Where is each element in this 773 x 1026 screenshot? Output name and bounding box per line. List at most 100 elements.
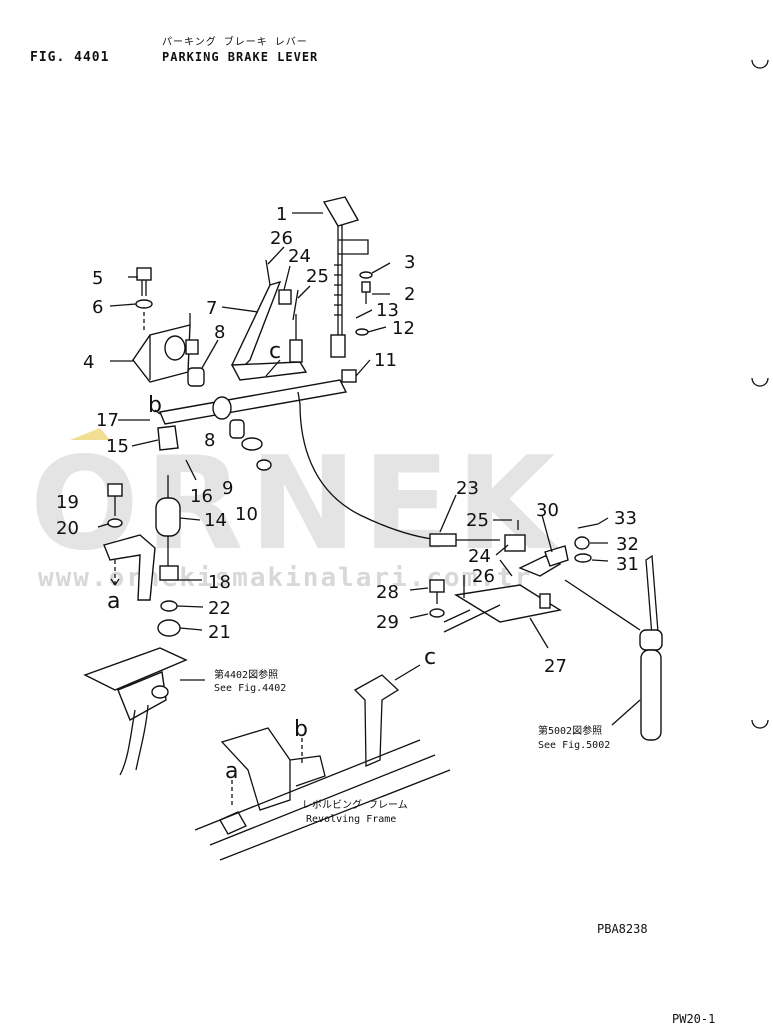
callout-29: 29: [376, 612, 399, 633]
washer-12: [355, 328, 369, 336]
callout-24: 24: [288, 246, 311, 267]
washer-20: [107, 518, 123, 528]
bushing-21: [157, 619, 181, 637]
callout-19: 19: [56, 492, 79, 513]
callout-22: 22: [208, 598, 231, 619]
arrow-a: [110, 578, 120, 586]
bolt-16: [185, 459, 197, 481]
cross-shaft: [159, 379, 348, 425]
bracket-27: [454, 575, 562, 623]
figure-title-japanese: パーキング ブレーキ レバー: [162, 37, 308, 48]
note-ref-4402: See Fig.4402: [214, 683, 286, 694]
callout-28: 28: [376, 582, 399, 603]
callout-21: 21: [208, 622, 231, 643]
callout-20: 20: [56, 518, 79, 539]
callout-2: 2: [404, 284, 415, 305]
callout-23: 23: [456, 478, 479, 499]
callout-27: 27: [544, 656, 567, 677]
plate-30: [544, 545, 569, 567]
brake-cable: [299, 403, 441, 541]
bushing-8-lower: [229, 419, 245, 439]
callout-11: 11: [374, 350, 397, 371]
callout-7: 7: [206, 298, 217, 319]
washer-31: [574, 553, 592, 563]
binder-mark: [751, 59, 769, 69]
note-frame-jp: レボルビング フレーム: [302, 798, 408, 811]
bushing-8: [187, 367, 205, 387]
cable-end-23: [429, 533, 500, 547]
callout-33: 33: [614, 508, 637, 529]
note-ref-5002-jp: 第5002図参照: [538, 724, 602, 737]
connection-letters: b c a c b a: [107, 339, 436, 784]
bolt-5: [136, 267, 152, 296]
pin-24: [278, 289, 292, 305]
bracket: [132, 313, 199, 383]
callout-9: 9: [222, 478, 233, 499]
callout-3: 3: [404, 252, 415, 273]
leader-lines: [97, 246, 609, 649]
washer-6: [135, 299, 153, 309]
reference-notes: 第4402図参照 See Fig.4402 第5002図参照 See Fig.5…: [214, 668, 610, 825]
mounting-bracket: [103, 534, 156, 601]
callout-31: 31: [616, 554, 639, 575]
pin-33: [577, 523, 599, 529]
note-frame: Revolving Frame: [306, 814, 396, 825]
assembly-line: [564, 579, 641, 631]
callout-26: 26: [270, 228, 293, 249]
pin-11: [341, 369, 357, 383]
callout-15: 15: [106, 436, 129, 457]
callout-1: 1: [276, 204, 287, 225]
callout-25: 25: [306, 266, 329, 287]
joint-24: [504, 534, 526, 552]
washer-29: [429, 608, 445, 618]
revolving-frame: [194, 674, 451, 861]
brake-lever-arm: [230, 259, 308, 381]
clamp-18: [159, 565, 179, 581]
washer-9: [241, 437, 263, 451]
callout-4: 4: [83, 352, 94, 373]
ref-arrow: [611, 699, 641, 726]
binder-mark: [751, 377, 769, 387]
part-numbers: 1 2 3 4 5 6 7 8 8 9 10 11 12 13 14 15 16…: [56, 204, 639, 677]
figure-number: FIG. 4401: [30, 50, 110, 65]
callout-25-right: 25: [466, 510, 489, 531]
callout-32: 32: [616, 534, 639, 555]
assembly-line: [394, 664, 421, 681]
nut-22: [160, 600, 178, 612]
callout-10: 10: [235, 504, 258, 525]
nut-10: [256, 459, 272, 471]
damper-14: [155, 475, 181, 566]
connection-b-lower: b: [294, 717, 308, 742]
note-ref-4402-jp: 第4402図参照: [214, 668, 278, 681]
note-ref-5002: See Fig.5002: [538, 740, 610, 751]
callout-24-right: 24: [468, 546, 491, 567]
bolt-19: [107, 483, 123, 516]
watermark-accent: [70, 428, 110, 440]
pedal-assembly-reference: [83, 647, 188, 776]
bolt-13: [361, 281, 371, 304]
callout-17: 17: [96, 410, 119, 431]
callout-14: 14: [204, 510, 227, 531]
connection-c-upper: c: [269, 339, 281, 364]
callout-6: 6: [92, 297, 103, 318]
callout-12: 12: [392, 318, 415, 339]
callout-16: 16: [190, 486, 213, 507]
clevis-c: [289, 314, 303, 363]
pin-26-right: [499, 559, 513, 577]
bolt-25: [292, 289, 299, 321]
callout-26-right: 26: [472, 566, 495, 587]
callout-8-lower: 8: [204, 430, 215, 451]
figure-title: PARKING BRAKE LEVER: [162, 50, 319, 64]
parking-lever-reference: [639, 554, 663, 741]
callout-5: 5: [92, 268, 103, 289]
connection-b-upper: b: [148, 393, 162, 418]
binder-mark: [751, 719, 769, 729]
bolt-28: [429, 579, 445, 604]
connection-c-lower: c: [424, 645, 436, 670]
callout-13: 13: [376, 300, 399, 321]
connection-a-lower: a: [225, 759, 238, 784]
callout-8: 8: [214, 322, 225, 343]
callout-18: 18: [208, 572, 231, 593]
leader-line: [443, 604, 501, 633]
